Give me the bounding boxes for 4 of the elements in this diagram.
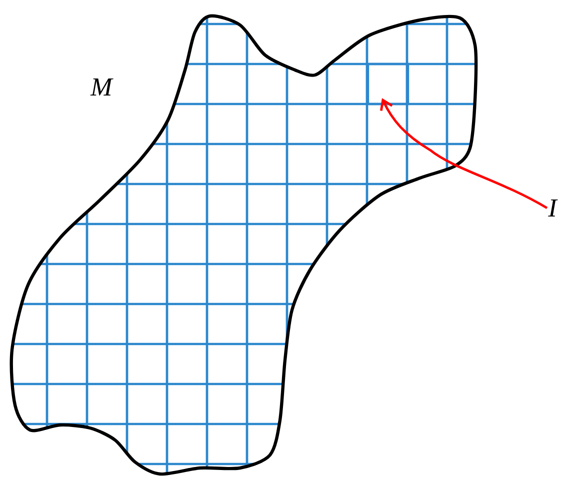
pointer-label: I (548, 200, 558, 216)
arrow (380, 98, 548, 210)
grid-cell (366, 62, 410, 106)
region-label: M (90, 78, 114, 96)
